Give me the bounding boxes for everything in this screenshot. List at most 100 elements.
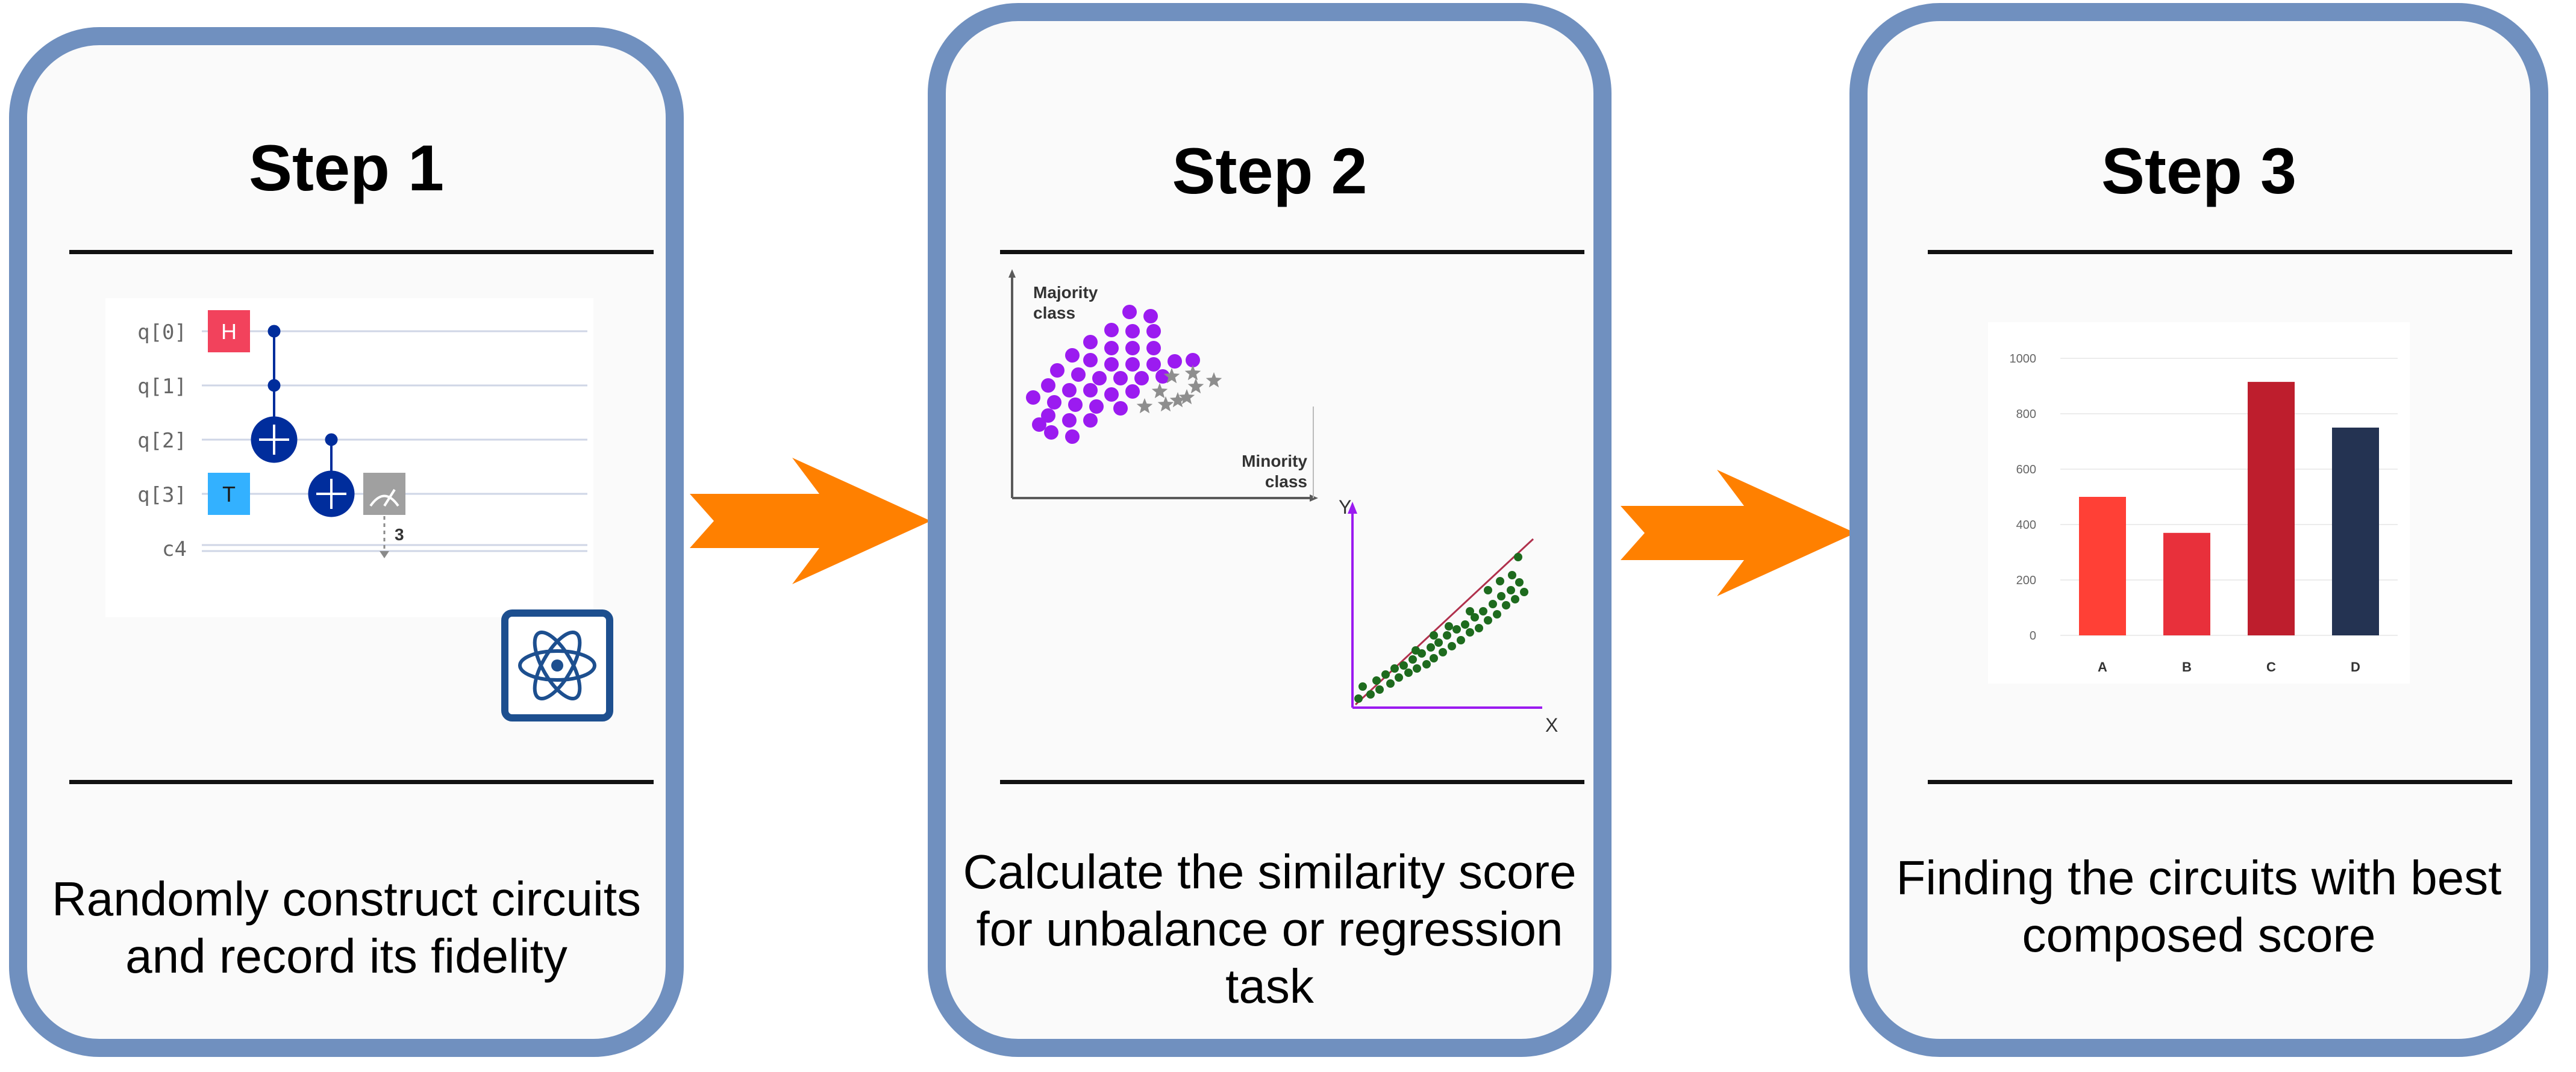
step2-bottom-divider: [1000, 780, 1584, 784]
qubit-label-q3: q[3]: [137, 483, 187, 507]
regression-point: [1395, 673, 1403, 682]
regression-scatter: Y X: [1339, 496, 1558, 736]
regression-point: [1375, 685, 1384, 694]
x-tick-label: C: [2266, 659, 2276, 675]
majority-point: [1065, 429, 1080, 444]
majority-point: [1047, 395, 1061, 410]
regression-point: [1434, 638, 1443, 647]
majority-point: [1146, 324, 1161, 338]
toffoli-gate: [251, 325, 298, 463]
regression-point: [1511, 595, 1519, 603]
step1-description: Randomly construct circuits and record i…: [39, 870, 654, 985]
y-tick-label: 1000: [2010, 352, 2037, 366]
bar-B: [2163, 532, 2210, 635]
regression-point: [1475, 624, 1483, 632]
step3-bottom-divider: [1928, 780, 2512, 784]
regression-point: [1493, 610, 1501, 619]
regression-point: [1448, 642, 1456, 650]
majority-point: [1104, 323, 1119, 337]
regression-point: [1507, 586, 1515, 594]
regression-point: [1489, 600, 1497, 608]
regression-point: [1514, 553, 1522, 561]
minority-point: [1163, 368, 1180, 384]
majority-point: [1155, 369, 1170, 384]
minority-point: [1184, 365, 1201, 381]
regression-point: [1466, 607, 1474, 615]
atom-icon: [501, 609, 613, 721]
majority-point: [1083, 353, 1098, 367]
step2-top-divider: [1000, 250, 1584, 254]
majority-point: [1065, 348, 1080, 363]
regression-point: [1479, 607, 1487, 615]
majority-point: [1083, 335, 1098, 349]
majority-point: [1186, 353, 1200, 367]
right-arrow-icon: [690, 458, 931, 584]
majority-point: [1083, 383, 1098, 397]
regression-point: [1372, 676, 1381, 685]
quantum-circuit: q[0] q[1] q[2] q[3] c4 H T: [105, 298, 593, 617]
regression-point: [1404, 668, 1413, 677]
regression-point: [1484, 586, 1492, 594]
y-tick-label: 0: [2030, 629, 2036, 643]
step2-panel: Step 2 Majority class Minority class Y X…: [928, 3, 1612, 1057]
majority-point: [1050, 363, 1064, 378]
step1-description-line: and record its fidelity: [125, 929, 567, 983]
cnot-gate: [308, 433, 355, 517]
regression-point: [1411, 646, 1420, 655]
regression-point: [1413, 664, 1421, 673]
regression-point: [1422, 660, 1431, 668]
step3-description: Finding the circuits with best composed …: [1880, 849, 2518, 964]
regression-point: [1381, 670, 1390, 679]
regression-point: [1452, 625, 1461, 634]
regression-point: [1508, 571, 1516, 579]
step1-top-divider: [69, 250, 654, 254]
regression-point: [1354, 694, 1363, 703]
regression-point: [1502, 601, 1510, 609]
y-tick-label: 800: [2016, 408, 2036, 421]
regression-point: [1471, 613, 1479, 622]
qubit-label-q2: q[2]: [137, 429, 187, 453]
majority-point: [1041, 378, 1055, 393]
step2-description: Calculate the similarity score for unbal…: [958, 843, 1581, 1015]
step3-title: Step 3: [2101, 134, 2297, 207]
majority-class-label: class: [1033, 304, 1075, 322]
majority-point: [1168, 354, 1182, 369]
majority-point: [1044, 425, 1058, 440]
regression-point: [1520, 588, 1528, 596]
majority-point: [1146, 357, 1161, 372]
regression-point: [1399, 661, 1408, 670]
t-gate: T: [208, 473, 250, 515]
right-arrow-icon: [1621, 470, 1855, 596]
majority-point: [1104, 387, 1119, 402]
qubit-label-q0: q[0]: [137, 320, 187, 344]
minority-class-label: class: [1265, 472, 1307, 491]
regression-point: [1430, 631, 1438, 640]
majority-point: [1125, 324, 1140, 338]
minority-class-label: Minority: [1242, 452, 1307, 470]
qubit-label-q1: q[1]: [137, 375, 187, 399]
majority-point: [1134, 371, 1149, 385]
minority-point: [1169, 392, 1186, 408]
regression-x-axis-label: X: [1545, 714, 1558, 736]
regression-point: [1439, 648, 1447, 656]
regression-point: [1390, 664, 1399, 673]
majority-point: [1143, 309, 1158, 323]
majority-point: [1146, 341, 1161, 355]
y-tick-label: 200: [2016, 574, 2036, 587]
step1-panel: Step 1 q[0] q[1] q[2] q[3] c4 H T: [9, 27, 684, 1057]
step1-title: Step 1: [248, 131, 445, 204]
regression-point: [1358, 682, 1367, 691]
regression-point: [1386, 679, 1395, 688]
regression-point: [1515, 578, 1524, 587]
x-tick-label: D: [2351, 659, 2360, 675]
majority-point: [1062, 413, 1077, 428]
regression-point: [1466, 628, 1474, 637]
majority-point: [1113, 401, 1128, 416]
imbalanced-class-scatter: Majority class Minority class: [1008, 269, 1318, 502]
t-gate-label: T: [222, 482, 236, 506]
regression-point: [1497, 592, 1505, 600]
step1-description-line: Randomly construct circuits: [51, 872, 642, 926]
minority-point: [1178, 389, 1195, 405]
